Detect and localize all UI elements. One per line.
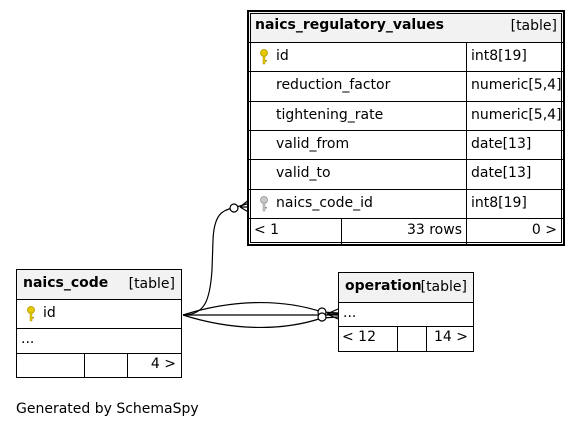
ellipsis-row: ... — [17, 329, 181, 354]
table-footer: < 1 33 rows 0 > — [249, 219, 563, 244]
column-name: id — [43, 305, 56, 321]
table-type: [table] — [510, 18, 557, 34]
table-header: operation [table] — [339, 273, 473, 303]
column-name: id — [276, 48, 289, 64]
column-name: valid_to — [276, 165, 331, 181]
parents-count[interactable]: < 1 — [254, 222, 280, 238]
optional-marker-circle — [229, 203, 239, 213]
relationship-naics-code-to-operation-a — [182, 302, 339, 316]
children-count[interactable]: 14 > — [434, 329, 468, 345]
column-name: tightening_rate — [276, 107, 384, 123]
table-header: naics_code [table] — [17, 270, 181, 300]
table-name: naics_code — [23, 275, 109, 291]
table-type: [table] — [420, 279, 467, 295]
crows-foot-marker-operation — [326, 308, 339, 320]
relationship-naics-code-to-operation-b — [182, 314, 339, 328]
children-count[interactable]: 0 > — [531, 222, 557, 238]
column-name: valid_from — [276, 136, 350, 152]
column-type: numeric[5,4] — [471, 77, 562, 93]
column-row-valid-from[interactable]: valid_from date[13] — [249, 131, 563, 160]
table-operation[interactable]: operation [table] ... < 12 14 > — [338, 272, 474, 352]
column-row-reduction-factor[interactable]: reduction_factor numeric[5,4] — [249, 72, 563, 102]
column-type: int8[19] — [471, 195, 527, 211]
children-count[interactable]: 4 > — [150, 356, 176, 372]
generated-by-caption: Generated by SchemaSpy — [16, 401, 199, 417]
column-row-id[interactable]: id int8[19] — [249, 43, 563, 72]
optional-marker-circle-operation-2 — [317, 312, 327, 322]
column-row-naics-code-id[interactable]: naics_code_id int8[19] — [249, 190, 563, 219]
primary-key-icon — [27, 306, 35, 322]
table-footer: < 12 14 > — [339, 327, 473, 351]
column-type: date[13] — [471, 165, 532, 181]
table-naics-code[interactable]: naics_code [table] id ... 4 > — [16, 269, 182, 378]
foreign-key-icon — [260, 196, 268, 212]
column-row-valid-to[interactable]: valid_to date[13] — [249, 160, 563, 190]
column-type: date[13] — [471, 136, 532, 152]
table-naics-regulatory-values[interactable]: naics_regulatory_values [table] id int8[… — [247, 10, 565, 246]
table-header: naics_regulatory_values [table] — [249, 12, 563, 43]
column-name: naics_code_id — [276, 195, 373, 211]
more-columns-ellipsis: ... — [21, 331, 35, 347]
column-type: numeric[5,4] — [471, 107, 562, 123]
relationship-naics-code-to-regulatory — [182, 202, 251, 316]
table-name: naics_regulatory_values — [255, 17, 444, 33]
row-count: 33 rows — [406, 222, 462, 238]
primary-key-icon — [260, 49, 268, 65]
table-name: operation — [345, 278, 422, 294]
more-columns-ellipsis: ... — [343, 305, 357, 321]
column-type: int8[19] — [471, 48, 527, 64]
parents-count[interactable]: < 12 — [342, 329, 376, 345]
column-name: reduction_factor — [276, 77, 391, 93]
column-row-id[interactable]: id — [17, 300, 181, 329]
column-row-tightening-rate[interactable]: tightening_rate numeric[5,4] — [249, 102, 563, 131]
ellipsis-row: ... — [339, 303, 473, 327]
table-footer: 4 > — [17, 354, 181, 377]
table-type: [table] — [128, 276, 175, 292]
